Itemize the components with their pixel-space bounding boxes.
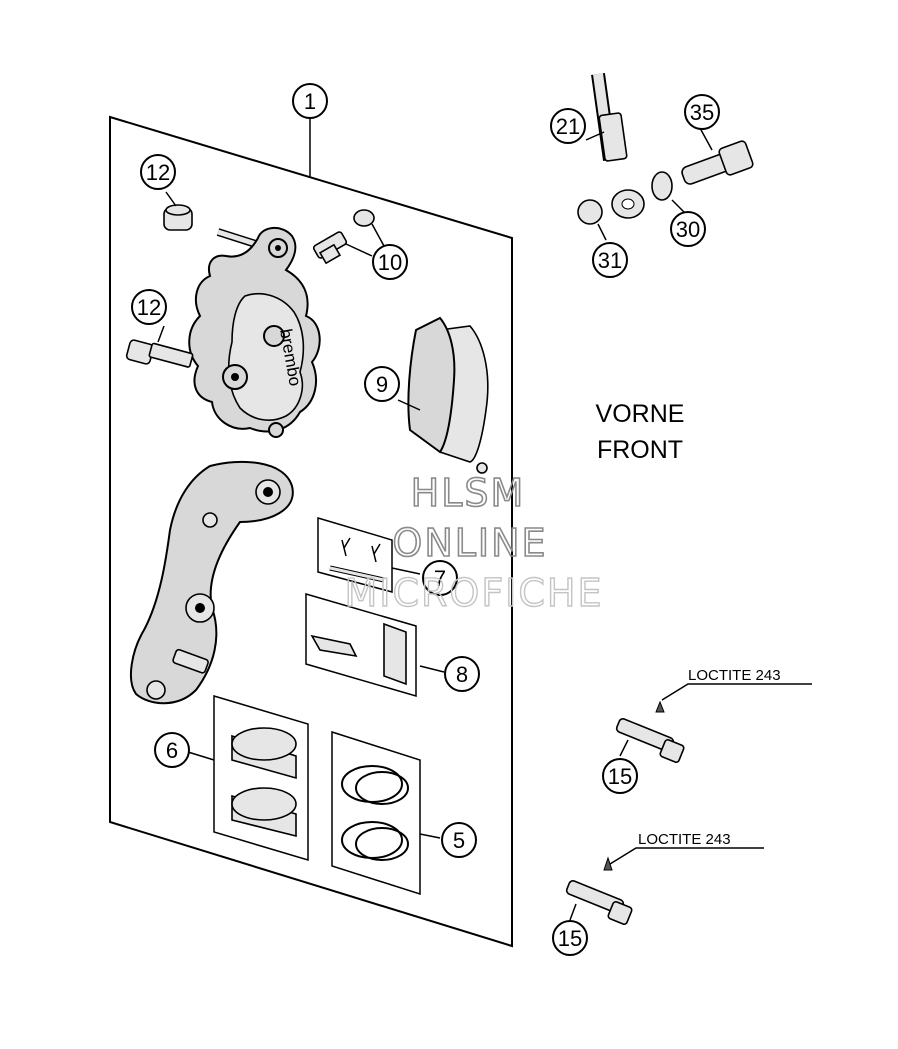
callout-35: 35 (684, 94, 720, 130)
svg-text:35: 35 (690, 100, 714, 125)
callout-1: 1 (292, 83, 328, 119)
svg-text:31: 31 (598, 248, 622, 273)
svg-text:12: 12 (146, 160, 170, 185)
loctite-label-lower: LOCTITE 243 (638, 831, 731, 848)
callout-7: 7 (422, 560, 458, 596)
svg-text:12: 12 (137, 295, 161, 320)
svg-text:15: 15 (608, 764, 632, 789)
callout-8: 8 (444, 656, 480, 692)
callout-5: 5 (441, 822, 477, 858)
svg-text:10: 10 (378, 250, 402, 275)
svg-text:9: 9 (376, 372, 388, 397)
piston-set (213, 694, 309, 862)
direction-label-en: FRONT (597, 436, 683, 464)
washer-31 (577, 199, 603, 225)
watermark-line-2: ONLINE (392, 521, 547, 565)
svg-text:21: 21 (556, 114, 580, 139)
leader-lines (157, 118, 812, 921)
svg-text:5: 5 (453, 828, 465, 853)
svg-text:30: 30 (676, 217, 700, 242)
callout-6: 6 (154, 732, 190, 768)
brake-hose (591, 73, 645, 219)
washer-30 (651, 171, 673, 201)
bracket-bolt-upper (615, 700, 685, 763)
caliper-bolt (125, 339, 194, 368)
direction-label-de: VORNE (596, 400, 685, 428)
brake-caliper: brembo (188, 227, 321, 438)
callout-10: 10 (372, 244, 408, 280)
pad-spring-kit (305, 593, 417, 697)
callout-15-upper: 15 (602, 758, 638, 794)
svg-text:8: 8 (456, 662, 468, 687)
callout-31: 31 (592, 242, 628, 278)
banjo-bolt (681, 140, 754, 185)
bracket-bolt-lower (565, 856, 633, 925)
pad-pin-kit (317, 516, 393, 593)
callout-15-lower: 15 (552, 920, 588, 956)
watermark-line-1: HLSM (411, 471, 526, 515)
brake-pads (407, 316, 489, 474)
svg-text:7: 7 (434, 566, 446, 591)
loctite-label-upper: LOCTITE 243 (688, 667, 781, 684)
svg-text:15: 15 (558, 926, 582, 951)
bleed-nipple (312, 209, 375, 265)
callout-12-mid: 12 (131, 289, 167, 325)
callout-21: 21 (550, 108, 586, 144)
seal-set (331, 730, 421, 896)
callout-30: 30 (670, 211, 706, 247)
caliper-bracket (129, 460, 294, 705)
callout-9: 9 (364, 366, 400, 402)
callout-12-top: 12 (140, 154, 176, 190)
bleed-cap (163, 204, 193, 231)
svg-text:1: 1 (304, 89, 316, 114)
svg-text:6: 6 (166, 738, 178, 763)
watermark-line-3: MICROFICHE (344, 571, 603, 615)
